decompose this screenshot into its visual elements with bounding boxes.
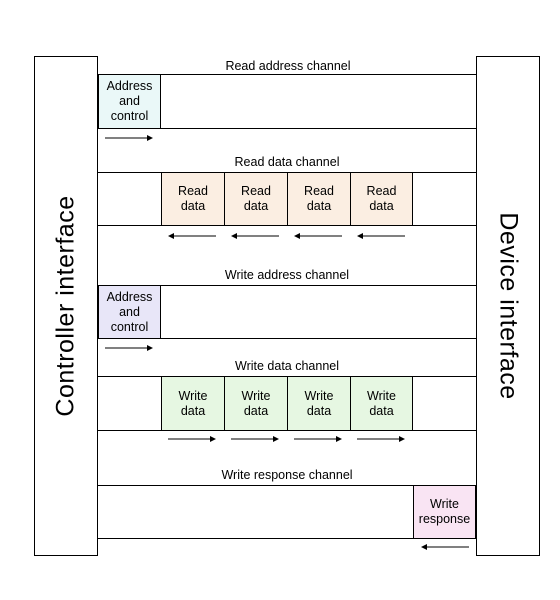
write-address-channel-title: Write address channel bbox=[224, 268, 350, 282]
controller-interface-box: Controller interface bbox=[34, 56, 98, 556]
arrow-left-icon bbox=[231, 233, 279, 239]
cell-label-line: Address bbox=[106, 79, 153, 93]
write-data-arrow bbox=[168, 435, 218, 443]
cell-label-line: and bbox=[119, 94, 140, 108]
arrow-left-icon bbox=[168, 233, 216, 239]
device-interface-label: Device interface bbox=[494, 212, 523, 400]
write-response-bottom-line bbox=[98, 538, 476, 539]
device-interface-box: Device interface bbox=[476, 56, 540, 556]
arrow-right-icon bbox=[105, 345, 153, 351]
cell-label-line: and bbox=[119, 304, 140, 319]
read-data-channel-title: Read data channel bbox=[234, 155, 340, 169]
cell-label-line: Read bbox=[241, 184, 271, 198]
arrow-right-icon bbox=[105, 135, 153, 141]
write-data-arrow bbox=[231, 435, 281, 443]
read-address-arrow bbox=[105, 134, 155, 142]
arrow-right-icon bbox=[231, 436, 279, 442]
cell-label-line: Read bbox=[304, 184, 334, 198]
write-response-channel-title: Write response channel bbox=[221, 468, 353, 482]
arrow-right-icon bbox=[168, 436, 216, 442]
arrow-right-icon bbox=[294, 436, 342, 442]
cell-label-line: data bbox=[180, 403, 206, 418]
cell-label-line: Write bbox=[367, 388, 396, 403]
cell-label-line: Read bbox=[366, 184, 397, 198]
cell-label-line: data bbox=[243, 199, 269, 213]
arrow-right-icon bbox=[357, 436, 405, 442]
arrow-left-icon bbox=[357, 233, 405, 239]
cell-label-line: response bbox=[418, 512, 471, 526]
cell-label-line: data bbox=[180, 199, 206, 213]
read-data-arrow bbox=[294, 232, 344, 240]
read-data-arrow bbox=[231, 232, 281, 240]
cell-label-line: Write bbox=[241, 388, 271, 403]
write-address-top-line bbox=[98, 285, 476, 286]
cell-label-line: data bbox=[243, 403, 269, 418]
read-address-bottom-line bbox=[98, 128, 476, 129]
cell-label-line: data bbox=[369, 403, 394, 418]
read-data-arrow bbox=[168, 232, 218, 240]
cell-label-line: control bbox=[110, 319, 149, 334]
write-data-channel-title: Write data channel bbox=[235, 359, 339, 373]
cell-label-line: data bbox=[306, 403, 332, 418]
write-address-arrow bbox=[105, 344, 155, 352]
cell-label-line: Write bbox=[430, 497, 459, 511]
cell-label-line: data bbox=[306, 199, 332, 213]
arrow-left-icon bbox=[421, 544, 469, 550]
write-address-bottom-line bbox=[98, 338, 476, 339]
cell-label-line: Write bbox=[178, 388, 208, 403]
write-data-arrow bbox=[357, 435, 407, 443]
cell-label-line: data bbox=[369, 199, 394, 213]
cell-label-line: Read bbox=[178, 184, 208, 198]
read-data-arrow bbox=[357, 232, 407, 240]
cell-label-line: control bbox=[110, 109, 149, 123]
read-address-channel-title: Read address channel bbox=[225, 59, 351, 73]
write-response-arrow bbox=[421, 543, 471, 551]
controller-interface-label: Controller interface bbox=[51, 195, 80, 417]
write-data-arrow bbox=[294, 435, 344, 443]
cell-label-line: Write bbox=[304, 388, 334, 403]
write-response-top-line bbox=[98, 485, 476, 486]
read-address-top-line bbox=[98, 74, 476, 75]
arrow-left-icon bbox=[294, 233, 342, 239]
cell-label-line: Address bbox=[106, 289, 153, 304]
